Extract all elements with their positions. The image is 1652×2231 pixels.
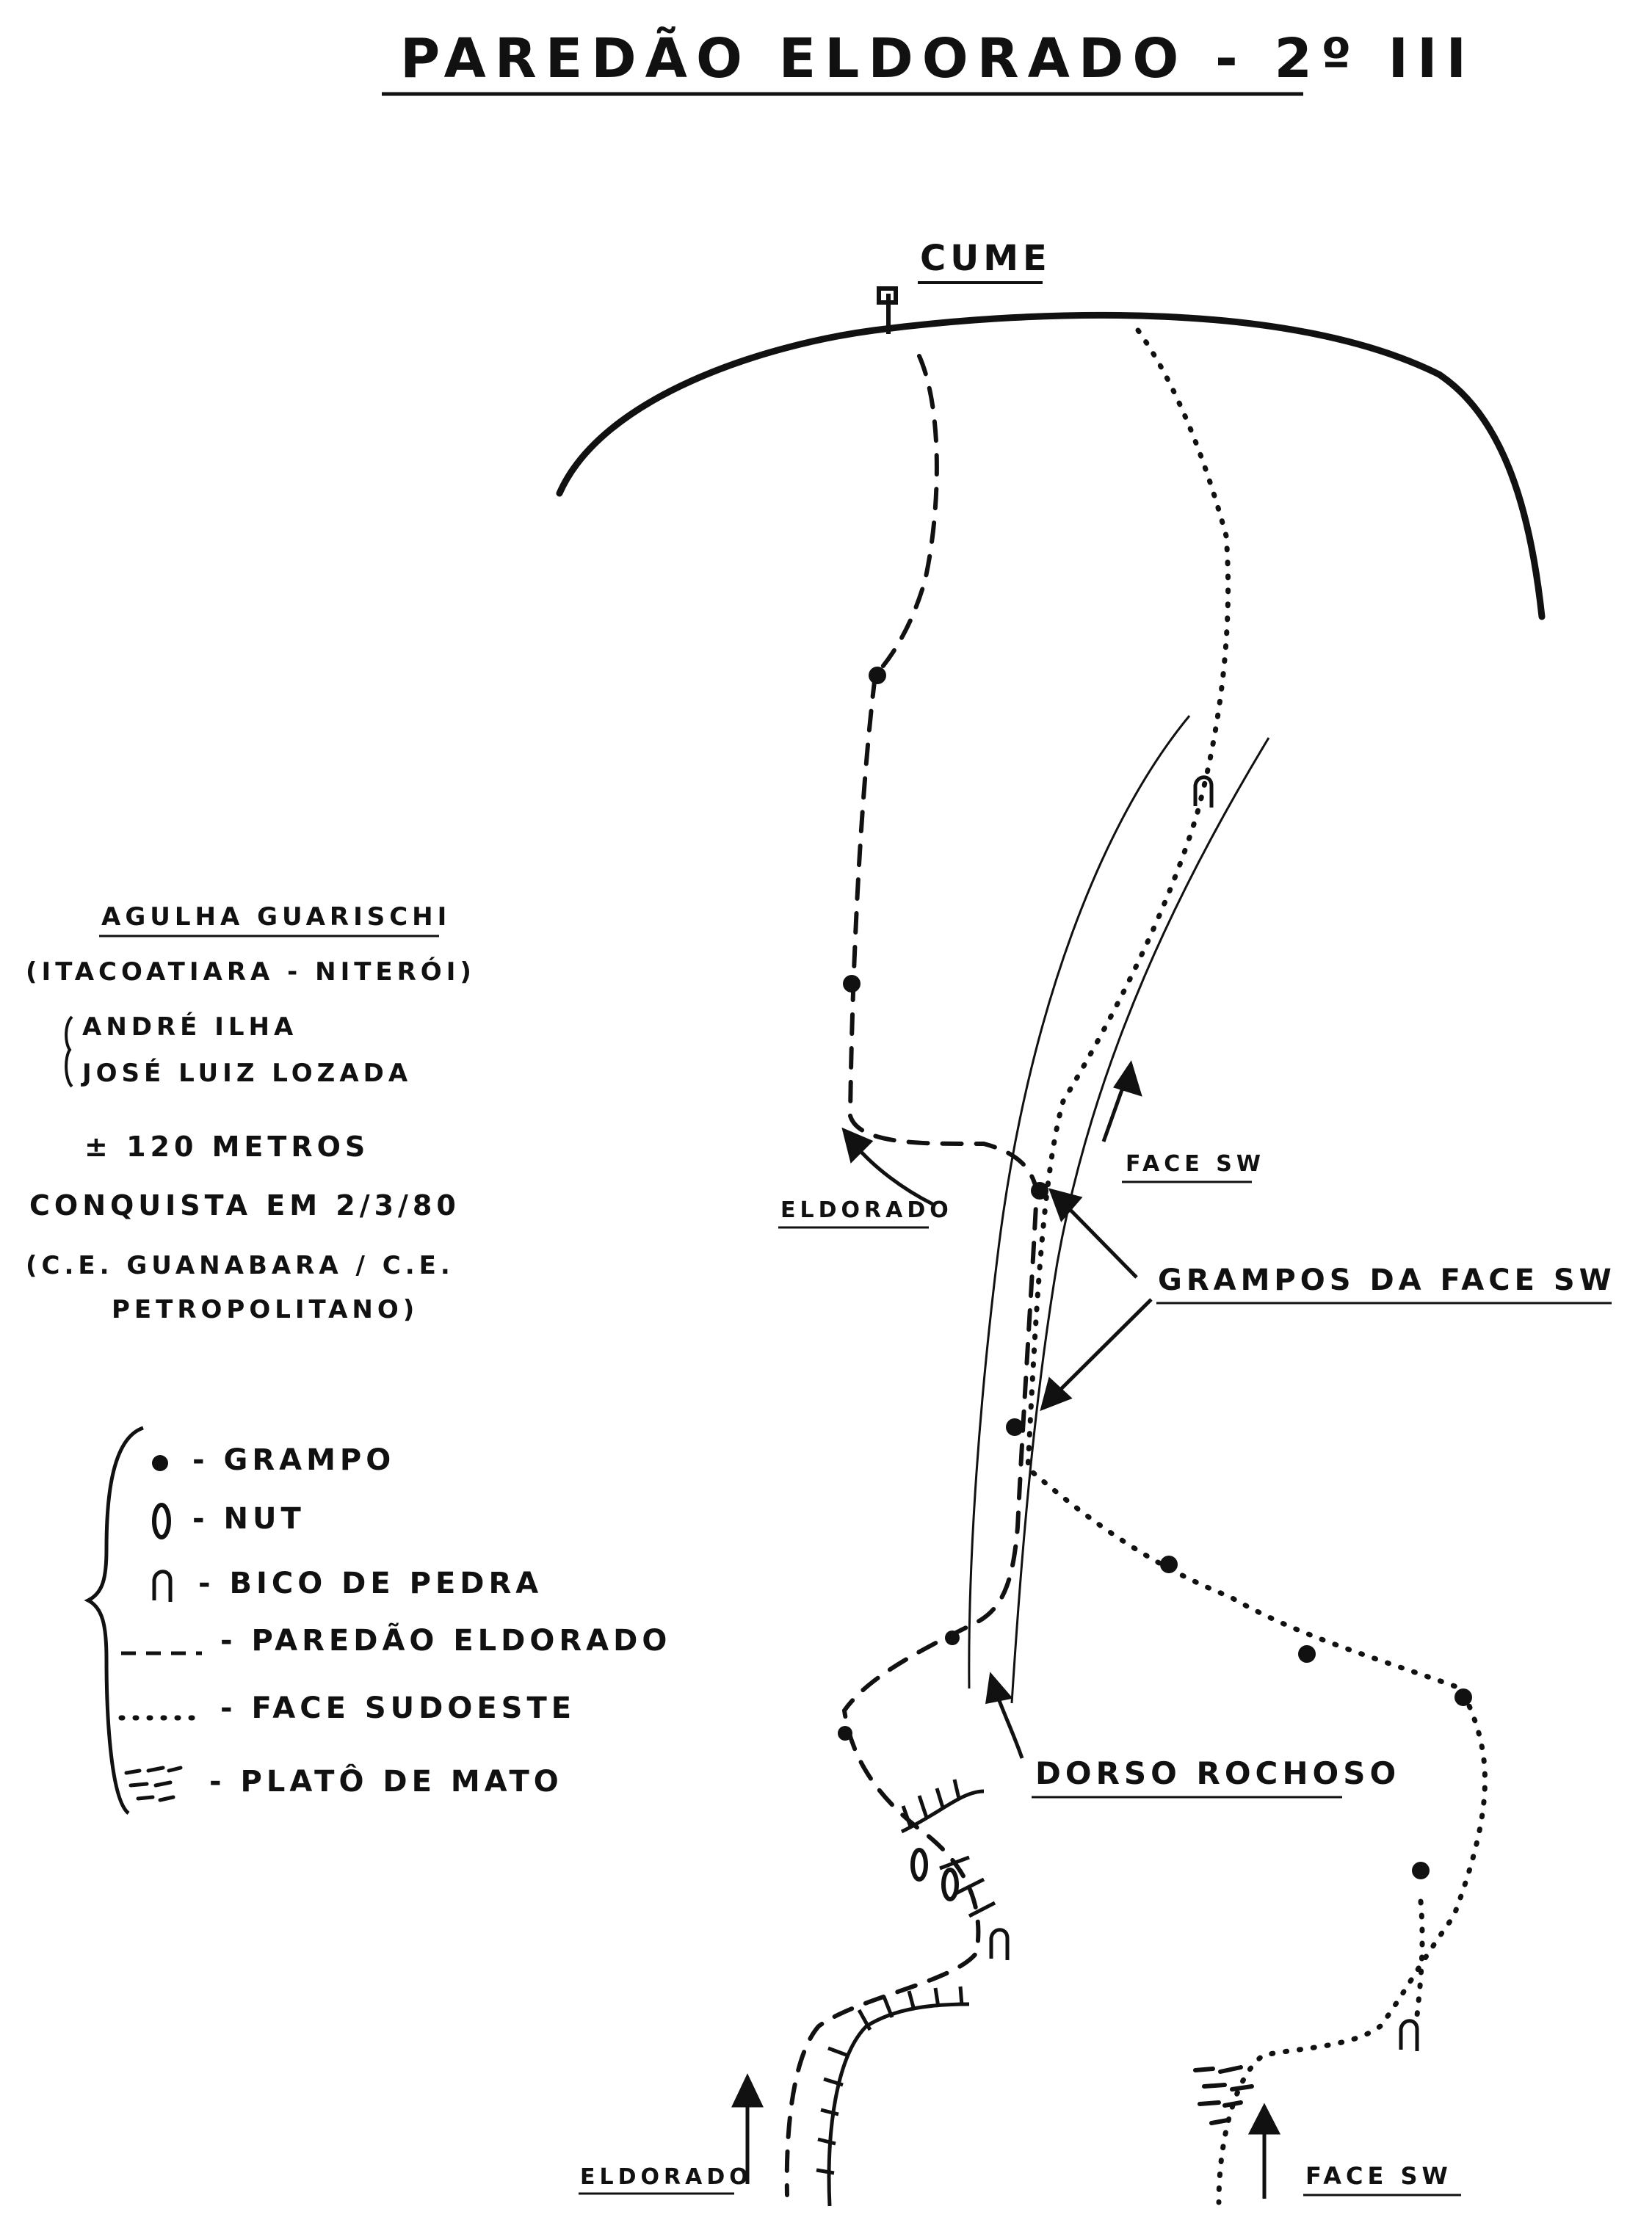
legend-label: - PAREDÃO ELDORADO — [220, 1622, 671, 1658]
bolt-marker — [869, 667, 886, 684]
grass-ledge-icon — [1193, 2065, 1254, 2125]
route-length: ± 120 METROS — [84, 1131, 369, 1163]
nut-icon — [941, 1868, 959, 1901]
grampos-label: GRAMPOS DA FACE SW — [1158, 1263, 1616, 1297]
horn-icon — [1193, 775, 1214, 808]
arrowhead-icon — [1048, 1188, 1083, 1222]
legend-label: - PLATÔ DE MATO — [209, 1763, 563, 1799]
face-sw-bottom-label: FACE SW — [1305, 2162, 1452, 2190]
bolt-markers — [838, 667, 1472, 1879]
bolt-marker — [838, 1726, 852, 1741]
legend-label: - GRAMPO — [192, 1443, 395, 1477]
eldorado-route-line — [784, 354, 1040, 2197]
legend-label: - FACE SUDOESTE — [220, 1691, 576, 1725]
climber-name: JOSÉ LUIZ LOZADA — [81, 1058, 412, 1088]
legend-horn-icon — [152, 1570, 173, 1602]
location: (ITACOATIARA - NITERÓI) — [26, 957, 476, 987]
peak-name: AGULHA GUARISCHI — [101, 902, 451, 932]
face-sw-route-line — [1025, 327, 1488, 2205]
face-sw-variation-line — [1414, 1898, 1425, 2018]
climbers-brace — [65, 1015, 73, 1088]
arrowhead-icon — [841, 1127, 874, 1164]
dorso-rochoso-label: DORSO ROCHOSO — [1035, 1755, 1400, 1791]
summit-anchor-icon — [877, 286, 898, 334]
legend-brace — [84, 1426, 144, 1815]
route-info-block: AGULHA GUARISCHI (ITACOATIARA - NITERÓI)… — [26, 902, 476, 1324]
eldorado-upper-arrow — [854, 1144, 934, 1206]
legend-label: - NUT — [192, 1502, 305, 1536]
nut-icon — [910, 1848, 928, 1882]
bolt-marker — [1160, 1556, 1178, 1573]
clubs-line-2: PETROPOLITANO) — [112, 1295, 419, 1324]
arrowhead-icon — [1247, 2103, 1281, 2135]
legend-grass-icon — [124, 1766, 183, 1802]
summit-ridge-line — [556, 311, 1546, 620]
clubs-line-1: (C.E. GUANABARA / C.E. — [26, 1251, 454, 1280]
legend-nut-icon — [152, 1503, 171, 1539]
grampos-arrow-lower — [1050, 1298, 1153, 1400]
legend: - GRAMPO - NUT - BICO DE PEDRA - PAREDÃO… — [84, 1426, 671, 1815]
eldorado-upper-label: ELDORADO — [780, 1197, 953, 1223]
rock-ridge-right-edge — [1010, 737, 1270, 1704]
horn-icon — [989, 1928, 1010, 1960]
bolt-marker — [1454, 1688, 1472, 1706]
bolt-marker — [945, 1630, 960, 1645]
arrowhead-icon — [731, 2073, 764, 2108]
bolt-marker — [1412, 1862, 1430, 1879]
legend-label: - BICO DE PEDRA — [198, 1567, 543, 1600]
arrowhead-icon — [985, 1672, 1013, 1705]
legend-bolt-icon — [152, 1455, 168, 1471]
route-arrows — [731, 1060, 1281, 2199]
bolt-marker — [1006, 1418, 1024, 1436]
climber-name: ANDRÉ ILHA — [82, 1012, 297, 1042]
rock-ridge-left-edge — [968, 715, 1191, 1689]
bolt-marker — [1031, 1182, 1048, 1200]
diagram-title: PAREDÃO ELDORADO - 2º III — [400, 26, 1475, 90]
arrowhead-icon — [1113, 1060, 1142, 1097]
rock-overhang-marks — [816, 1779, 996, 2207]
grampos-arrow-upper — [1059, 1199, 1138, 1279]
face-sw-upper-label: FACE SW — [1126, 1151, 1265, 1177]
summit-label: CUME — [920, 238, 1051, 279]
horn-icon — [1399, 2019, 1419, 2051]
bolt-marker — [1298, 1645, 1316, 1663]
bolt-marker — [843, 975, 861, 993]
arrowhead-icon — [1040, 1376, 1073, 1412]
eldorado-bottom-label: ELDORADO — [580, 2164, 753, 2190]
conquest-date: CONQUISTA EM 2/3/80 — [29, 1189, 460, 1222]
